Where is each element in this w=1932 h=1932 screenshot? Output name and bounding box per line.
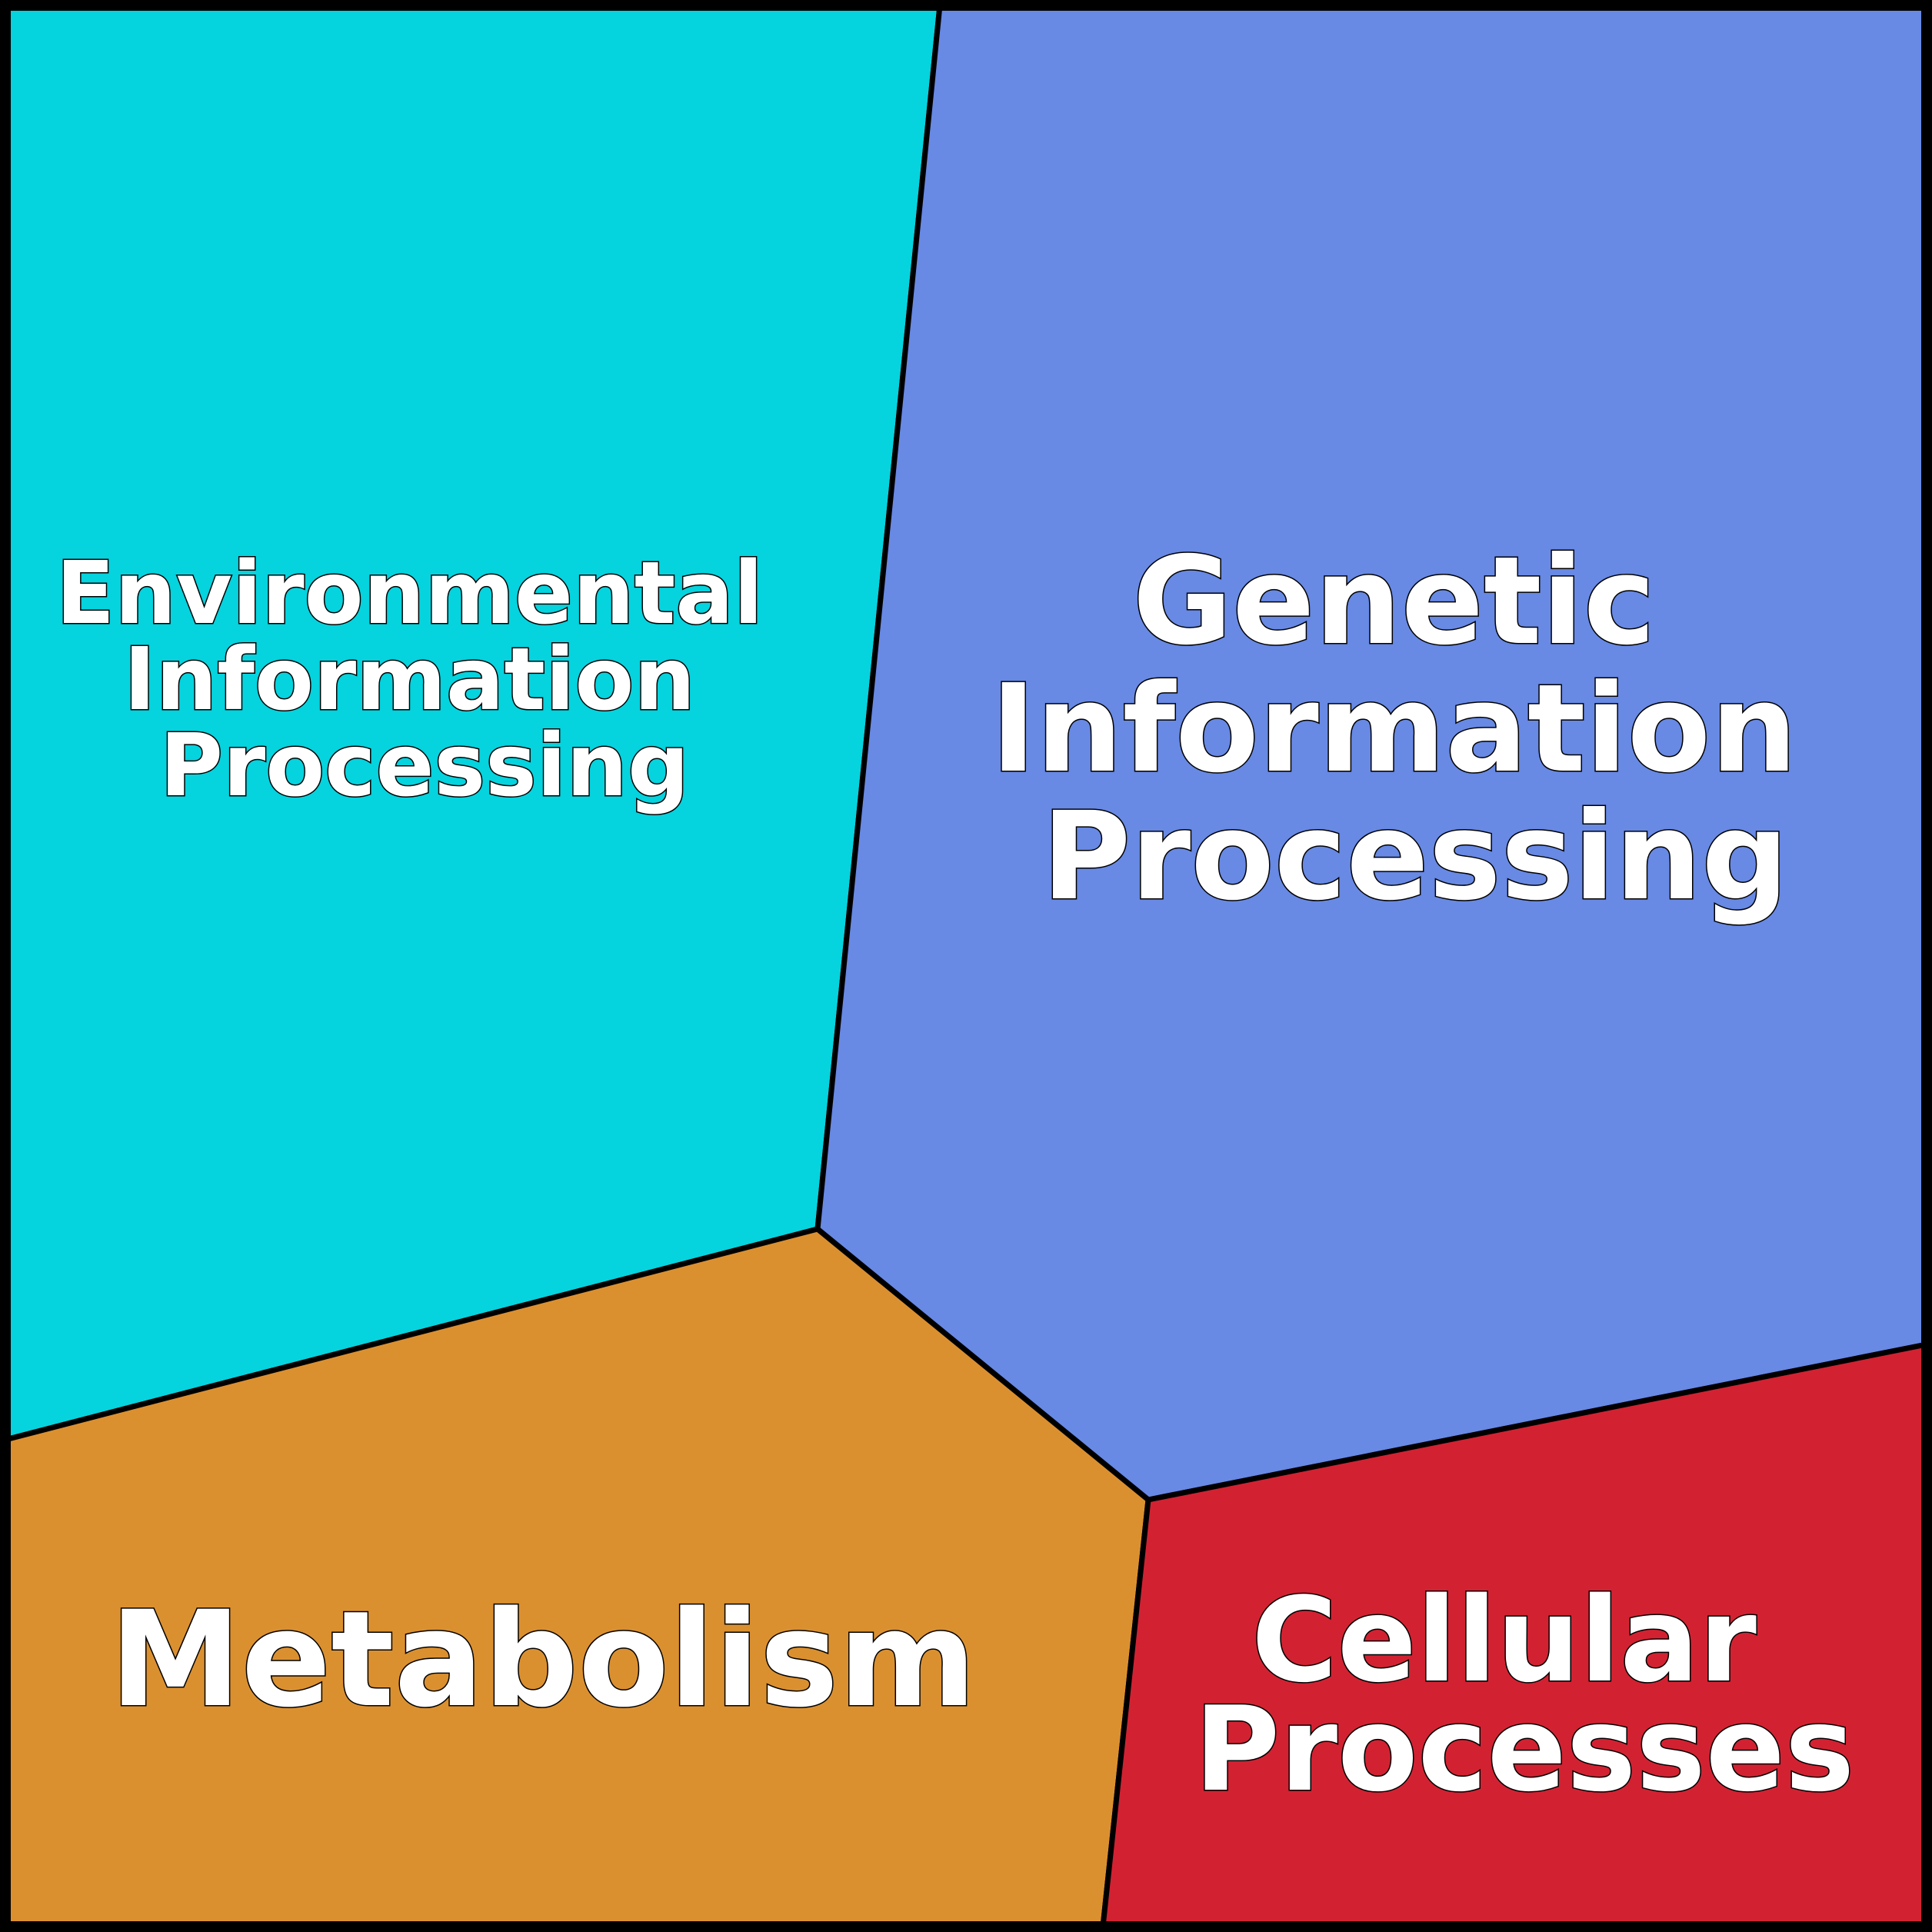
label-environmental-information-processing: Environmental Information Processing xyxy=(56,544,793,816)
label-cellular-processes: Cellular Processes xyxy=(1194,1572,1855,1817)
label-line: Genetic xyxy=(1133,531,1656,672)
label-line: Information xyxy=(991,658,1797,800)
label-line: Processes xyxy=(1194,1681,1855,1817)
label-line: Processing xyxy=(1042,786,1789,928)
label-line: Environmental xyxy=(56,544,763,644)
label-line: Information xyxy=(124,630,695,730)
label-line: Cellular xyxy=(1251,1572,1757,1708)
label-line: Processing xyxy=(160,716,689,816)
label-line: Metabolism xyxy=(110,1582,977,1737)
label-metabolism: Metabolism xyxy=(110,1582,977,1737)
label-genetic-information-processing: Genetic Information Processing xyxy=(991,531,1839,928)
